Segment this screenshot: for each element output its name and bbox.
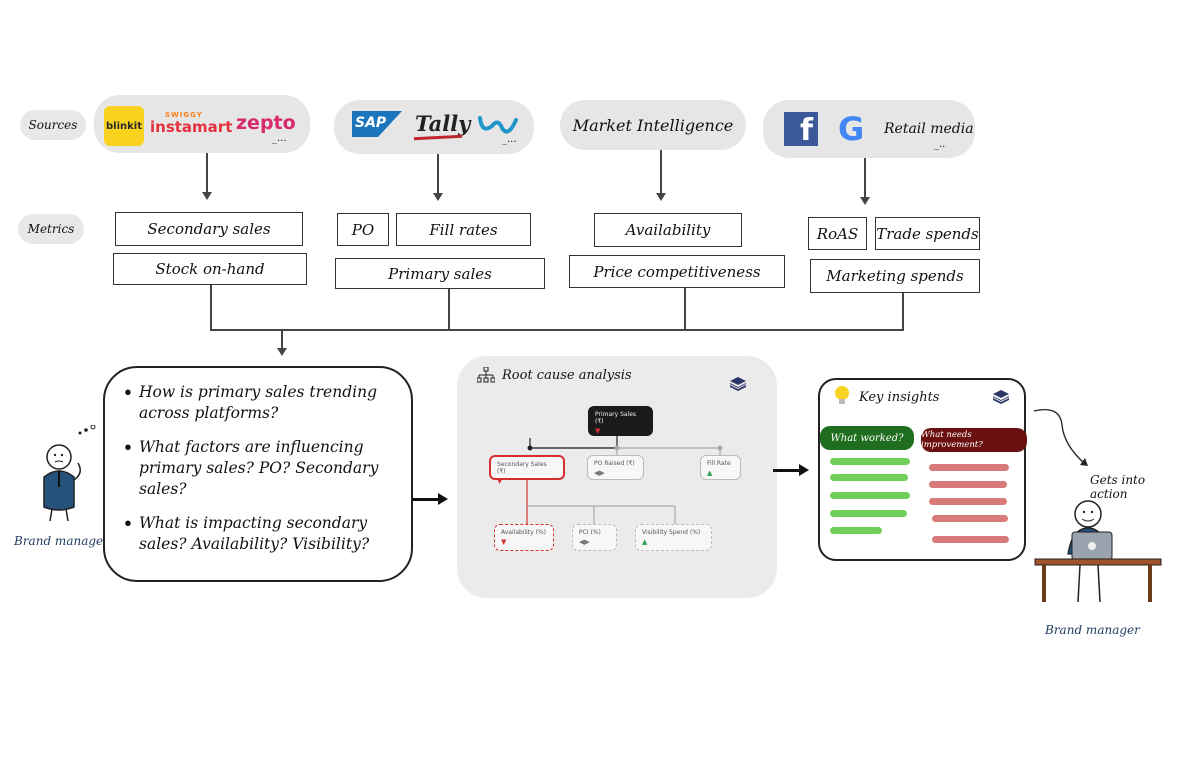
bracket-arrow-head — [277, 348, 287, 356]
rca-title: Root cause analysis — [502, 368, 632, 383]
needs-improvement-tag: What needs improvement? — [921, 428, 1027, 452]
source-market-intelligence: Market Intelligence — [560, 100, 746, 150]
swiggy-instamart-logo: instamart — [150, 118, 233, 136]
insight-worked-bar — [830, 510, 907, 517]
insight-improve-bar — [932, 515, 1008, 522]
more-retail-indicator: _.. — [934, 139, 946, 150]
arrow-to-rca-line — [412, 498, 440, 501]
rca-node-availability-label: Availability (%) — [501, 529, 546, 536]
bracket-line-2 — [448, 289, 450, 330]
more-erp-indicator: _... — [502, 134, 517, 145]
arrow-to-insights-head — [799, 464, 809, 476]
rca-node-pci-label: PCI (%) — [579, 529, 601, 536]
what-worked-tag: What worked? — [820, 426, 914, 450]
up-indicator-icon: ▲ — [642, 538, 648, 546]
insight-improve-bar — [929, 464, 1009, 471]
metric-stock-on-hand: Stock on-hand — [113, 253, 307, 285]
swiggy-top-label: SWIGGY — [165, 111, 203, 119]
rca-node-secondary-sales[interactable]: Secondary Sales (₹) ▼ — [489, 455, 565, 485]
metric-availability: Availability — [594, 213, 742, 247]
key-insights-title: Key insights — [859, 390, 940, 405]
market-intelligence-label: Market Intelligence — [572, 115, 734, 135]
rca-node-visibility-spend[interactable]: Visibility Spend (%) ▲ — [635, 524, 712, 551]
facebook-logo-letter: f — [799, 113, 813, 148]
zepto-logo: zepto — [236, 112, 296, 134]
gets-into-action-label: Gets into action — [1090, 473, 1146, 501]
flat-indicator-icon: ◀▶ — [579, 538, 590, 546]
arrow-head-3 — [656, 193, 666, 201]
metric-fill-rates: Fill rates — [396, 213, 531, 246]
sap-logo: SAP — [352, 111, 402, 137]
rca-node-po-raised[interactable]: PO Raised (₹) ◀▶ — [587, 455, 644, 480]
arrow-to-rca-head — [438, 493, 448, 505]
arrow-line-1 — [206, 153, 208, 193]
metric-roas: RoAS — [808, 217, 867, 250]
bracket-line-4 — [902, 293, 904, 330]
insight-worked-bar — [830, 458, 910, 465]
brand-manager-left-label: Brand manager — [14, 534, 109, 548]
rca-node-primary-sales[interactable]: Primary Sales (₹) ▼ — [588, 406, 653, 436]
hierarchy-icon — [477, 367, 495, 383]
flat-indicator-icon: ◀▶ — [594, 469, 605, 477]
question-secondary-sales-impact: What is impacting secondary sales? Avail… — [123, 513, 399, 555]
arrow-line-4 — [864, 158, 866, 198]
arrow-line-3 — [660, 150, 662, 194]
bracket-line-3 — [684, 288, 686, 330]
metrics-row-label: Metrics — [18, 214, 84, 244]
questions-bubble: How is primary sales trending across pla… — [103, 366, 413, 582]
insight-worked-bar — [830, 474, 908, 481]
down-indicator-icon: ▼ — [497, 477, 503, 485]
metric-price-competitiveness: Price competitiveness — [569, 255, 785, 288]
metric-marketing-spends: Marketing spends — [810, 259, 980, 293]
arrow-head-1 — [202, 192, 212, 200]
rca-node-pci[interactable]: PCI (%) ◀▶ — [572, 524, 617, 551]
rca-node-primary-sales-label: Primary Sales (₹) — [595, 411, 637, 425]
arrow-head-4 — [860, 197, 870, 205]
brand-stack-logo-insights — [993, 390, 1009, 404]
sap-logo-text: SAP — [355, 115, 387, 131]
insight-worked-bar — [830, 492, 910, 499]
retail-media-label: Retail media — [884, 121, 974, 137]
rca-node-po-raised-label: PO Raised (₹) — [594, 460, 635, 467]
metric-secondary-sales: Secondary sales — [115, 212, 303, 246]
down-indicator-icon: ▼ — [595, 427, 601, 435]
arrow-line-2 — [437, 154, 439, 194]
metric-po: PO — [337, 213, 389, 246]
insight-improve-bar — [932, 536, 1009, 543]
arrow-to-insights-line — [773, 469, 801, 472]
rca-node-fill-rate[interactable]: Fill Rate ▲ — [700, 455, 741, 480]
up-indicator-icon: ▲ — [707, 469, 713, 477]
brand-stack-logo-rca — [730, 377, 746, 391]
bracket-bottom-line — [210, 329, 904, 331]
rca-node-fill-rate-label: Fill Rate — [707, 460, 731, 467]
insight-worked-bar — [830, 527, 882, 534]
question-primary-sales-factors: What factors are influencing primary sal… — [123, 437, 399, 500]
more-sources-indicator: _... — [272, 133, 287, 144]
insight-improve-bar — [929, 498, 1007, 505]
brand-manager-thinking-figure — [43, 425, 96, 522]
rca-node-secondary-sales-label: Secondary Sales (₹) — [497, 461, 547, 475]
sources-row-label: Sources — [20, 110, 86, 140]
facebook-logo: f — [784, 112, 818, 146]
question-primary-sales-trend: How is primary sales trending across pla… — [123, 382, 399, 424]
lightbulb-icon — [835, 386, 849, 404]
brand-manager-working-figure — [1034, 500, 1162, 603]
insight-improve-bar — [929, 481, 1007, 488]
tally-logo: Tally — [415, 111, 471, 136]
metric-trade-spends: Trade spends — [875, 217, 980, 250]
blinkit-logo: blinkit — [104, 106, 144, 146]
bracket-down-line — [281, 330, 283, 348]
rca-node-visibility-spend-label: Visibility Spend (%) — [642, 529, 701, 536]
bracket-line-1 — [210, 285, 212, 330]
rca-node-availability[interactable]: Availability (%) ▼ — [494, 524, 554, 551]
arrow-head-2 — [433, 193, 443, 201]
metric-primary-sales: Primary sales — [335, 258, 545, 289]
down-indicator-icon: ▼ — [501, 538, 507, 546]
brand-manager-right-label: Brand manager — [1045, 623, 1140, 637]
rca-connectors — [526, 436, 723, 524]
google-logo: G — [838, 110, 865, 148]
unicommerce-logo — [478, 114, 520, 142]
curved-arrow-icon — [1033, 408, 1088, 466]
